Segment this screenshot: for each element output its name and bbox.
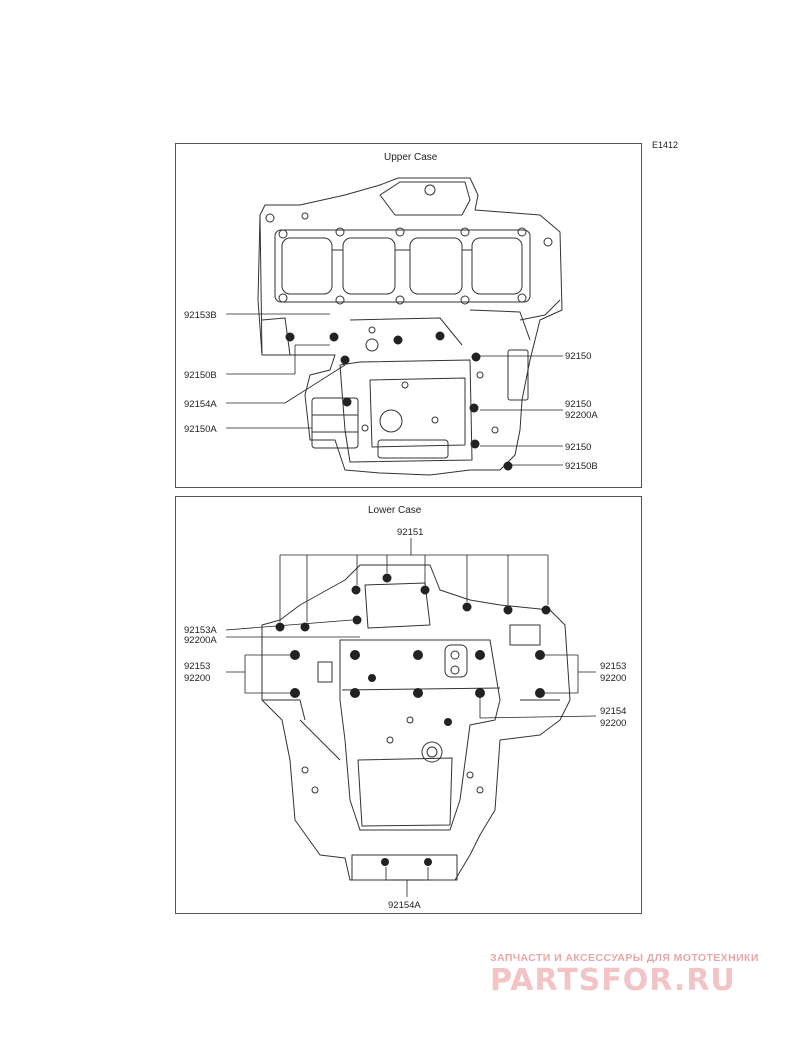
lower-case-panel: [175, 496, 642, 914]
callout-92200-right: 92200: [600, 673, 626, 684]
callout-92150b-right: 92150B: [565, 461, 598, 472]
lower-crankcase-drawing: [261, 564, 571, 881]
lower-leaders: [225, 538, 597, 897]
callout-92200a-lower: 92200A: [184, 635, 217, 646]
callout-92150b-left: 92150B: [184, 370, 217, 381]
callout-92154: 92154: [600, 706, 626, 717]
callout-92154a-bottom: 92154A: [388, 900, 421, 911]
watermark-tagline: ЗАПЧАСТИ И АКСЕССУАРЫ ДЛЯ МОТОТЕХНИКИ: [490, 952, 759, 964]
upper-case-panel: [175, 143, 642, 488]
callout-92153a: 92153A: [184, 625, 217, 636]
callout-92200-left: 92200: [184, 673, 210, 684]
lower-bolts: [275, 573, 551, 866]
upper-case-title: Upper Case: [384, 152, 438, 163]
lower-case-title: Lower Case: [368, 505, 422, 516]
callout-92150-low: 92150: [565, 442, 591, 453]
diagram-code: E1412: [652, 140, 679, 150]
callout-92151: 92151: [397, 527, 423, 538]
callout-92150-top: 92150: [565, 351, 591, 362]
callout-92200a-upper: 92200A: [565, 410, 598, 421]
watermark-brand: PARTSFOR.RU: [490, 963, 736, 998]
callout-92154a: 92154A: [184, 399, 217, 410]
upper-bolts: [285, 331, 513, 471]
callout-92200-right-low: 92200: [600, 718, 626, 729]
callout-92153-right: 92153: [600, 661, 626, 672]
callout-92150-mid: 92150: [565, 399, 591, 410]
callout-92150a: 92150A: [184, 424, 217, 435]
callout-92153-left: 92153: [184, 661, 210, 672]
upper-crankcase-drawing: [257, 177, 563, 476]
upper-leaders: [226, 313, 563, 466]
callout-92153b: 92153B: [184, 310, 217, 321]
